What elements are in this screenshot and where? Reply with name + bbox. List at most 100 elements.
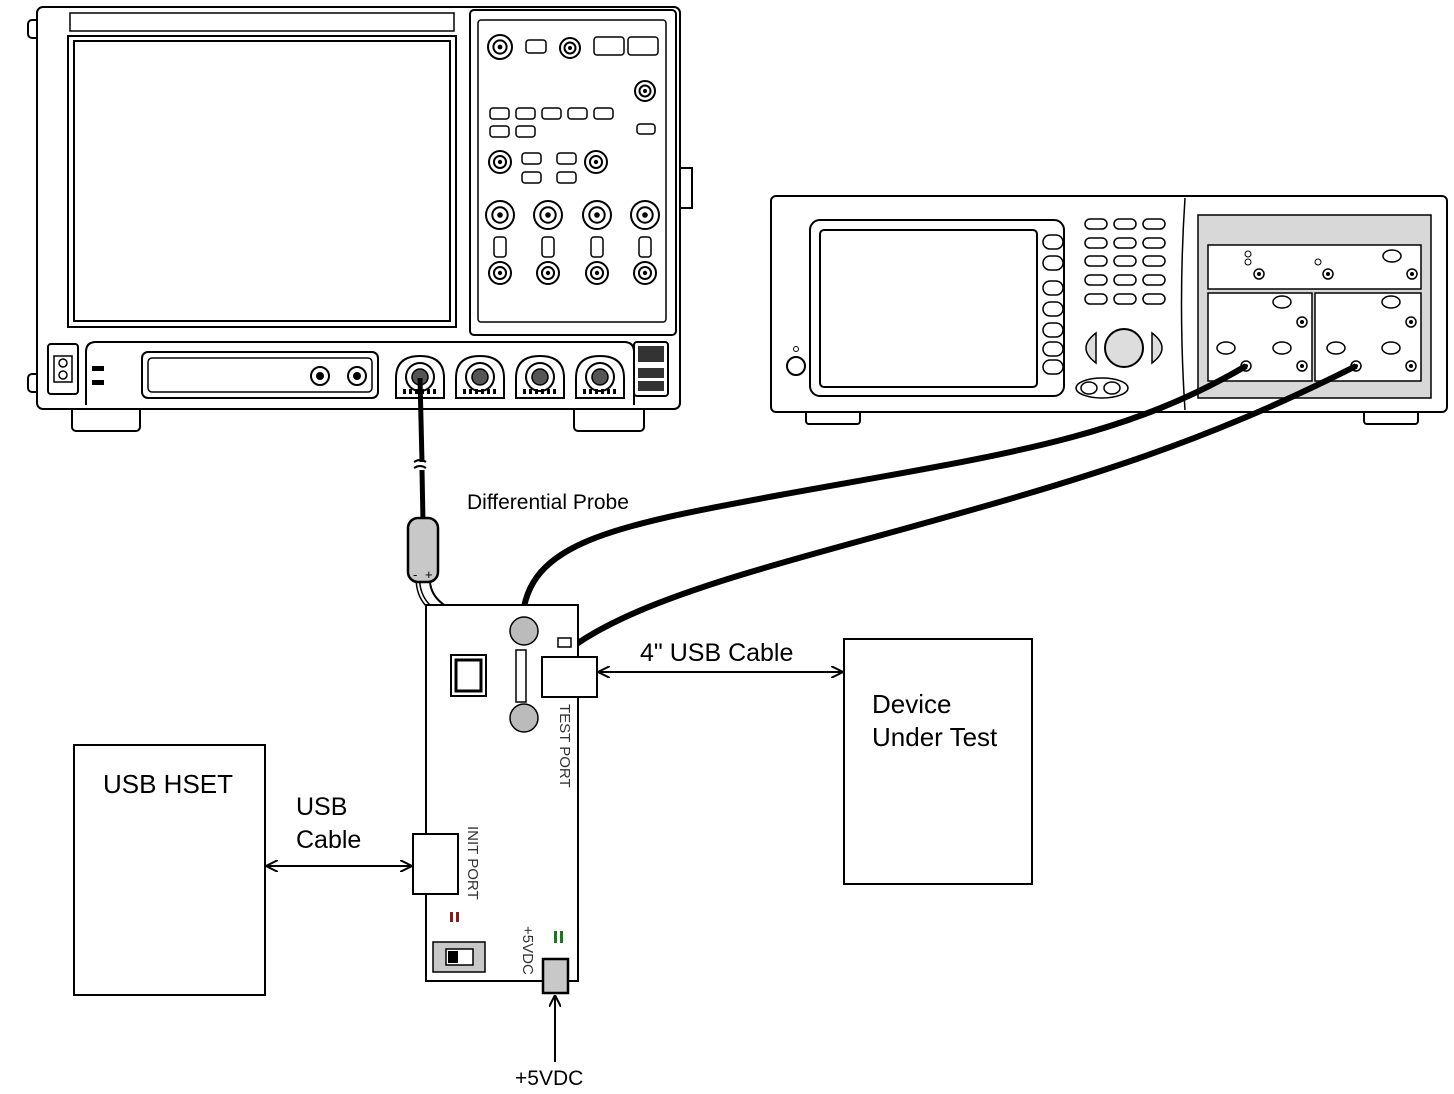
module-connector-icon-center [1326,272,1330,276]
channel-contact [493,389,496,394]
generator-softkey [1042,255,1064,271]
channel-contact [475,389,478,394]
usb-cable-label-line2: Cable [296,826,361,854]
scope-knob-icon-center [643,89,647,93]
usb-hset-label: USB HSET [103,769,233,799]
channel-contact [535,389,538,394]
module-connector-icon-center [1300,364,1304,368]
channel-contact [481,389,484,394]
scope-knob-icon-center [593,159,599,165]
generator-softkey [1042,322,1064,338]
generator-softkey [1042,280,1064,296]
channel-contact [523,389,526,394]
scope-channel-button [638,236,652,258]
generator-key [1142,237,1166,249]
scope-button [593,36,625,56]
scope-button [541,107,562,120]
scope-offset-knob-icon-center [594,270,600,276]
module-connector-icon-center [1300,320,1304,324]
generator-keypad [1084,218,1166,305]
scope-button [515,107,536,120]
channel-contact [463,389,466,394]
generator-key [1113,255,1137,267]
generator-key [1084,237,1108,249]
scope-button [525,39,547,54]
usb-cable-4in-label: 4" USB Cable [640,639,793,667]
probe-plus-label: + [425,567,433,582]
module-port [1382,249,1402,263]
scope-button [593,107,614,120]
generator-key [1142,274,1166,286]
module-port [1381,341,1401,355]
scope-button [515,125,536,138]
channel-contact [541,389,544,394]
channel-contact [607,389,610,394]
module-connector-icon-center [1409,320,1413,324]
scope-button [567,107,588,120]
channel-contact [589,389,592,394]
channel-contact [529,389,532,394]
device-label-line1: Device [872,689,951,719]
bnc-connector-center [471,368,489,386]
module-indicator [1244,250,1252,258]
channel-contact [433,389,436,394]
scope-button [627,36,659,56]
scope-knob-icon-center [497,159,503,165]
scope-channel-button [590,236,604,258]
generator-key [1084,255,1108,267]
generator-key [1084,293,1108,305]
module-port [1326,341,1346,355]
scope-offset-knob-icon-center [497,270,503,276]
generator-softkey [1042,341,1064,357]
channel-contact [583,389,586,394]
board-5vdc-label: +5VDC [519,926,536,975]
device-under-test-box [843,638,1033,885]
channel-contact [553,389,556,394]
scope-channel-button [541,236,555,258]
generator-softkey [1042,234,1064,250]
supply-5vdc-label: +5VDC [515,1067,583,1090]
scope-button [636,123,656,135]
oscilloscope [27,6,693,432]
device-label-line2: Under Test [872,722,998,752]
power-jack [541,957,570,995]
scope-offset-knob-icon-center [545,270,551,276]
channel-contact [427,389,430,394]
scope-knobs [485,34,660,285]
channel-contact [415,389,418,394]
channel-contact [595,389,598,394]
scope-offset-knob-icon-center [642,270,648,276]
channel-contact [409,389,412,394]
module-port [1381,295,1401,309]
generator-key [1142,255,1166,267]
scope-button [489,125,510,138]
scope-channel-knob-icon-center [594,212,600,218]
module-indicator [1244,258,1252,266]
module-connector-icon-center [1257,272,1261,276]
channel-contact [547,389,550,394]
module-port [1272,295,1292,309]
scope-channel-knob-icon-center [642,212,648,218]
scope-button [521,171,542,184]
generator-softkey [1042,301,1064,317]
scope-channel-inputs [395,354,625,399]
module-connector-icon-center [1409,364,1413,368]
differential-probe-label: Differential Probe [467,491,629,514]
generator-key [1113,293,1137,305]
test-port-connector [541,656,598,698]
scope-channel-knob-icon-center [545,212,551,218]
init-port-label: INIT PORT [464,826,481,900]
scope-button [556,152,577,165]
channel-contact [469,389,472,394]
generator-key [1142,293,1166,305]
usb-cable-label-line1: USB [296,793,347,821]
generator-softkey [1042,359,1064,375]
scope-knob-icon-center [568,46,572,50]
bnc-connector-center [591,368,609,386]
usb-hset-box [73,744,266,996]
channel-contact [601,389,604,394]
bnc-connector-center [531,368,549,386]
channel-contact [403,389,406,394]
init-port-connector [412,833,459,895]
